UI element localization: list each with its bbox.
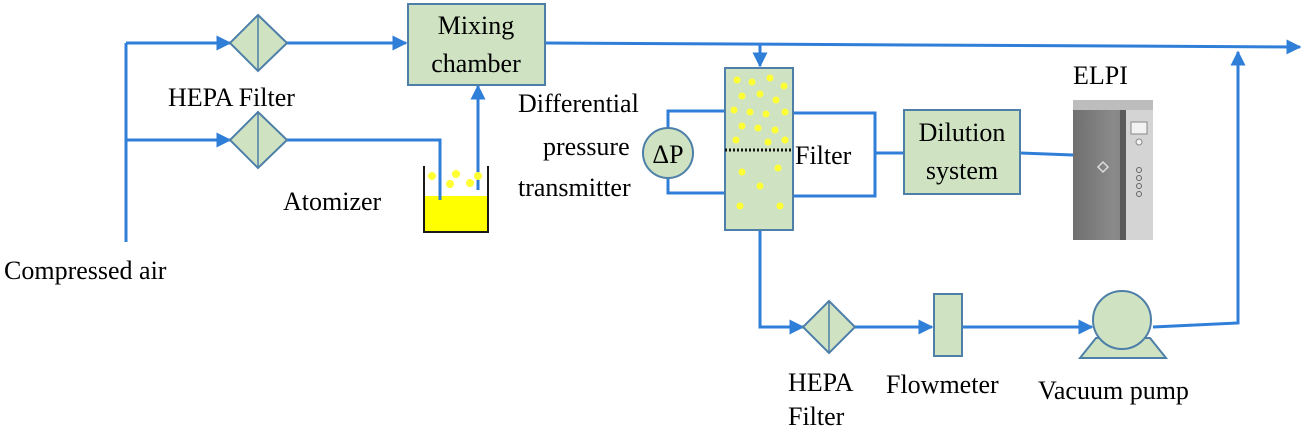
elpi-logo-icon [1096, 160, 1110, 174]
dilution-label-1: Dilution [919, 118, 1006, 147]
vacuum-pump [1077, 290, 1169, 359]
filter-to-hepa-bottom-line [758, 230, 805, 335]
hepa-filter-lower [228, 110, 289, 170]
atomizer [423, 166, 489, 233]
hepa-filter-top-label: HEPA Filter [168, 83, 295, 112]
dp-label-3: transmitter [518, 173, 631, 202]
mixing-chamber-label-2: chamber [431, 49, 521, 78]
hepa-to-atomizer-line [287, 138, 442, 200]
main-outlet-line [544, 39, 1302, 55]
flowmeter-box [933, 293, 963, 357]
elpi-label: ELPI [1073, 61, 1128, 90]
vacuum-pump-label: Vacuum pump [1038, 376, 1189, 405]
dilution-system-box [903, 109, 1021, 195]
dp-transmitter-circle [642, 127, 694, 179]
droplet [474, 172, 482, 180]
hepa-filter-bottom-label-1: HEPA [788, 368, 854, 397]
particles [730, 74, 789, 210]
dp-symbol: ΔP [652, 140, 683, 169]
compressed-air-label: Compressed air [4, 256, 167, 285]
droplet [428, 172, 436, 180]
pump-exhaust-line [1152, 50, 1246, 329]
filter-label: Filter [795, 141, 852, 170]
dp-label-1: Differential [518, 89, 639, 118]
flowmeter-label: Flowmeter [886, 370, 999, 399]
mixing-chamber-box [407, 3, 546, 86]
hepa-filter-top [228, 13, 289, 73]
dp-label-2: pressure [543, 132, 630, 161]
droplet [452, 170, 460, 178]
droplet [446, 180, 454, 188]
dilution-to-elpi-line [1019, 151, 1074, 157]
droplet [466, 179, 474, 187]
dp-downstream-tap [666, 176, 725, 195]
dilution-label-2: system [926, 156, 998, 185]
hepa-filter-bottom [801, 299, 857, 355]
filter-column [724, 67, 794, 231]
mixing-chamber-label-1: Mixing [438, 11, 515, 40]
atomizer-label: Atomizer [283, 187, 382, 216]
elpi-instrument [1073, 100, 1153, 240]
hepa-filter-bottom-label-2: Filter [788, 402, 845, 431]
